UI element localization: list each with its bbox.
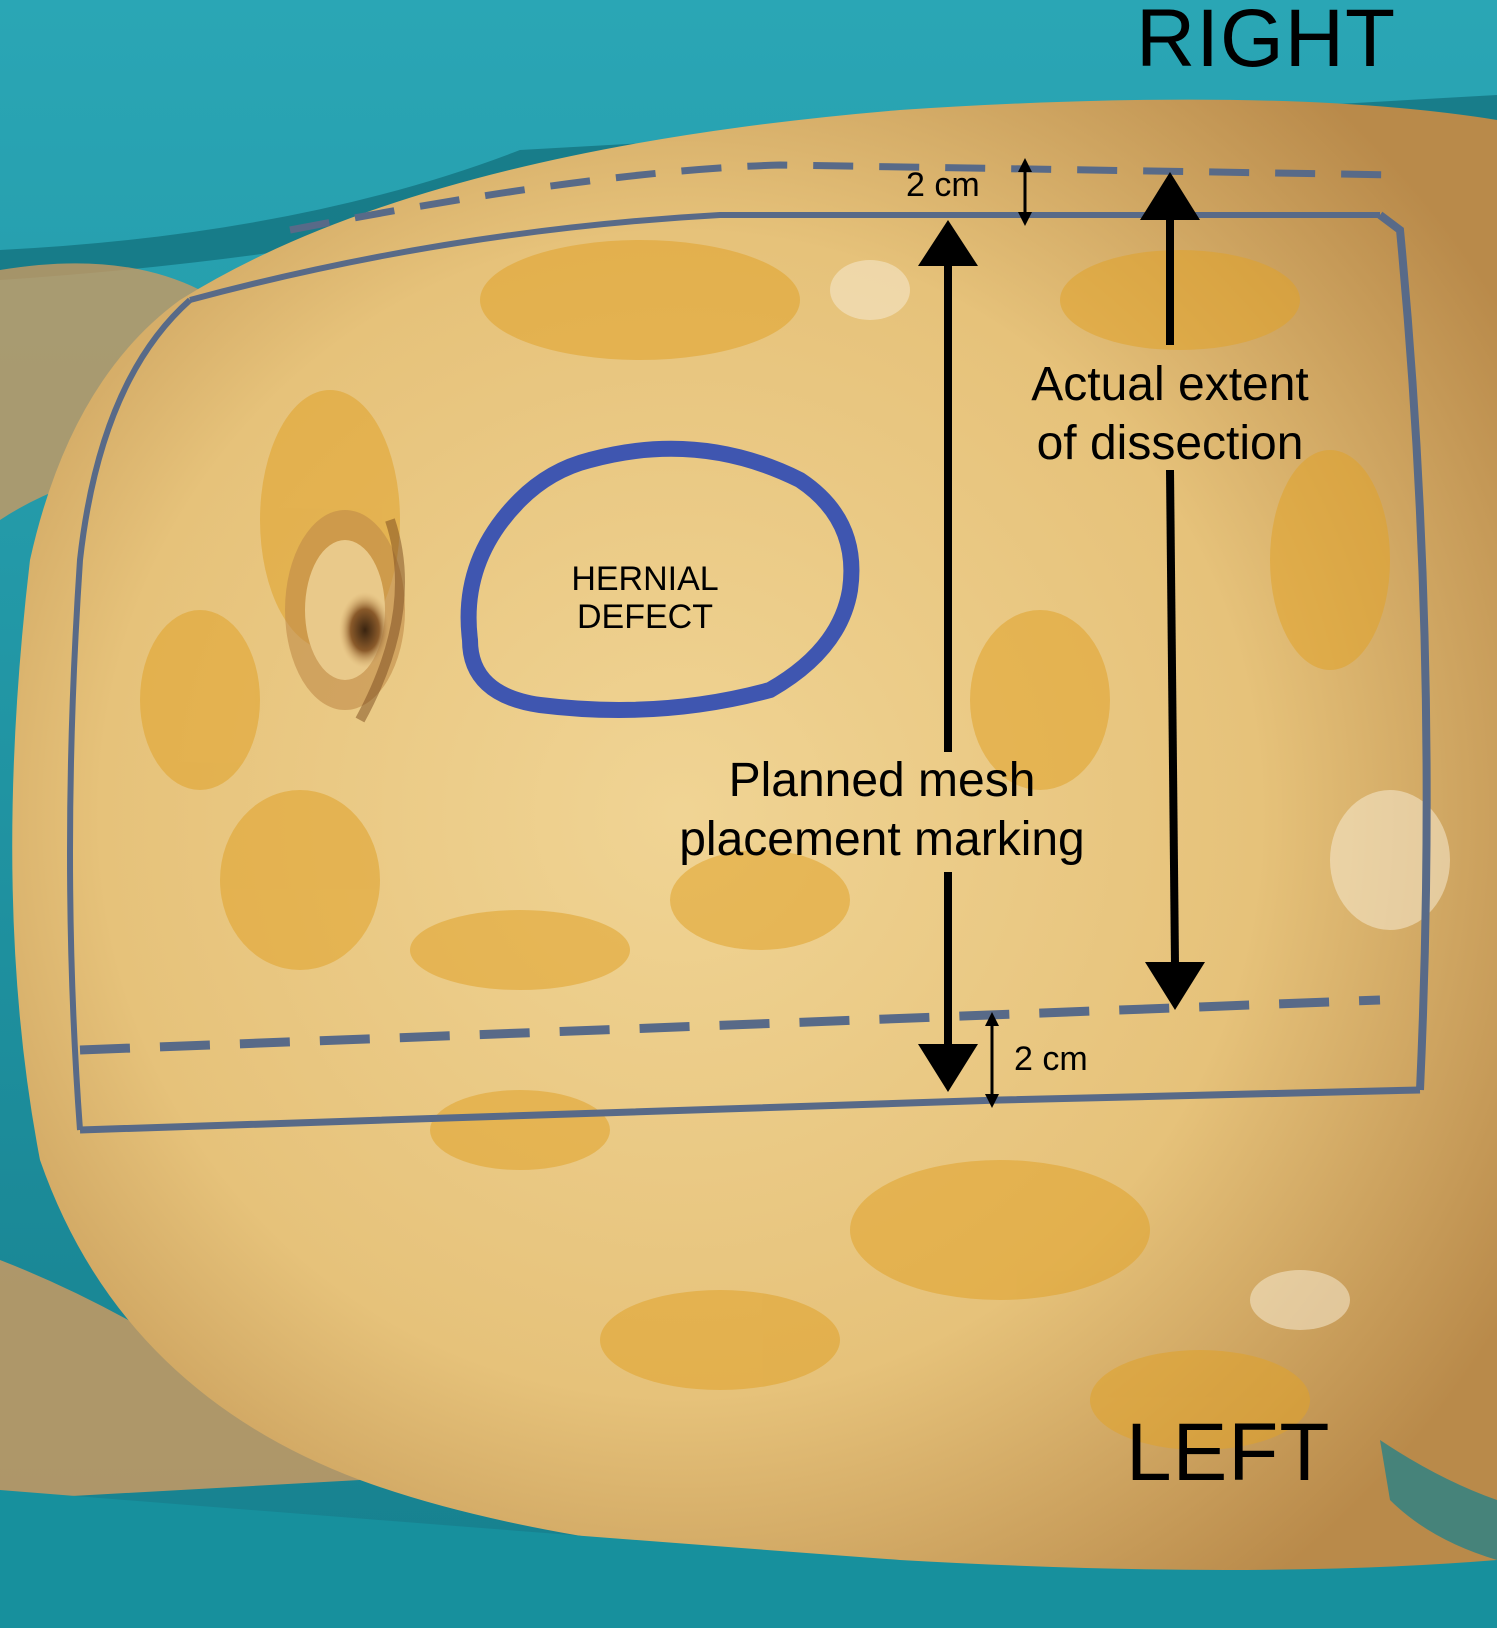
hernial-defect-label: HERNIAL DEFECT	[530, 560, 760, 636]
side-skin-bottom	[0, 1260, 360, 1500]
hernial-label-line1: HERNIAL	[571, 560, 719, 598]
mesh-rectangle-bottom	[79, 1086, 1421, 1134]
top-margin-label: 2 cm	[906, 166, 980, 204]
dissection-label-line1: Actual extent	[1031, 358, 1309, 411]
bottom-margin-label: 2 cm	[1014, 1040, 1088, 1078]
dissection-extent-arrow	[1140, 172, 1205, 1010]
dissection-extent-label: Actual extent of dissection	[980, 356, 1360, 473]
pale-patches	[830, 260, 1450, 1330]
mesh-rectangle-left	[67, 297, 192, 1131]
iodine-stains	[140, 240, 1390, 1450]
drape-bottom	[0, 1490, 1497, 1628]
dissection-label-line2: of dissection	[1036, 416, 1304, 470]
top-margin-arrow	[1018, 158, 1032, 226]
mesh-rectangle-right	[1377, 211, 1431, 1091]
hernial-label-line2: DEFECT	[577, 598, 713, 637]
dissection-dashed-bottom	[79, 995, 1381, 1055]
bottom-margin-arrow	[985, 1012, 999, 1108]
mesh-label-line1: Planned mesh	[728, 754, 1036, 807]
right-side-label: RIGHT	[1136, 0, 1397, 84]
hernial-defect-outline	[460, 440, 860, 718]
mesh-rectangle-top	[189, 212, 1380, 303]
mesh-label-line2: placement marking	[679, 812, 1085, 866]
mesh-marking-label: Planned mesh placement marking	[602, 752, 1162, 869]
mesh-extent-arrow	[918, 220, 978, 1092]
dissection-dashed-top	[289, 161, 1401, 234]
left-side-label: LEFT	[1126, 1407, 1331, 1498]
drape-bottom-fold	[1380, 1440, 1497, 1560]
navel	[285, 510, 405, 723]
